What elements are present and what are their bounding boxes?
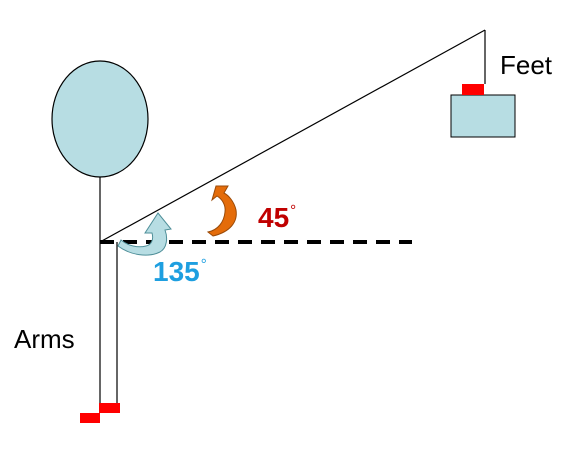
degree-symbol: ° [290, 202, 297, 219]
arms-label: Arms [14, 324, 75, 354]
feet-box [450, 94, 516, 138]
angle-large-value: 135 [153, 256, 200, 287]
feet-label: Feet [500, 50, 553, 80]
angle-large-arrow-icon [117, 212, 172, 256]
arm-marker-lower [80, 413, 100, 423]
angle-small-value: 45 [258, 202, 290, 233]
feet-marker [462, 84, 484, 95]
head-circle [51, 60, 149, 178]
leg-diagonal-line [99, 29, 486, 243]
arm-marker-upper [99, 403, 120, 413]
degree-symbol: ° [200, 256, 207, 273]
angle-small-label: 45° [258, 203, 296, 232]
angle-large-label: 135° [153, 257, 207, 286]
angle-small-arrow-icon [206, 185, 237, 237]
